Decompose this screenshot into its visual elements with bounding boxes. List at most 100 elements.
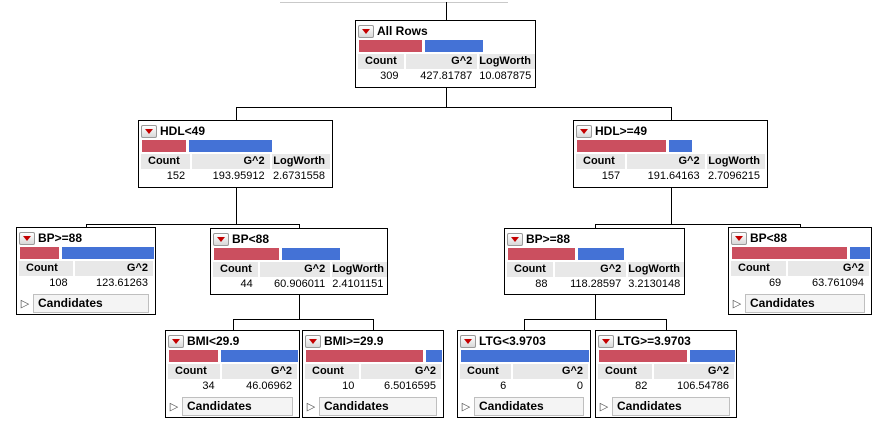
node-title-row: HDL>=49 <box>576 122 765 139</box>
column-header-g2: G^2 <box>513 364 588 379</box>
node-title-row: All Rows <box>358 22 533 39</box>
column-header-g2: G^2 <box>554 262 627 277</box>
menu-triangle-glyph <box>309 338 317 344</box>
node-title-row: HDL<49 <box>141 122 330 139</box>
stat-value: 6.5016595 <box>384 380 436 392</box>
red-triangle-menu-icon[interactable] <box>19 231 35 245</box>
node-label: BP<88 <box>750 231 788 245</box>
stat-value: 44 <box>240 278 253 290</box>
response-rate-bars <box>732 247 870 259</box>
blue-bar <box>577 248 624 260</box>
disclosure-triangle-icon[interactable]: ▷ <box>306 400 316 413</box>
plot-border-line <box>280 2 508 3</box>
disclosure-triangle-icon[interactable]: ▷ <box>20 297 30 310</box>
candidates-button[interactable]: Candidates <box>182 397 293 416</box>
red-triangle-menu-icon[interactable] <box>460 334 476 348</box>
node-title-row: BP<88 <box>213 230 385 247</box>
red-bar <box>169 350 219 362</box>
node-label: LTG>=3.9703 <box>617 334 691 348</box>
red-triangle-menu-icon[interactable] <box>213 232 229 246</box>
stat-value: 118.28597 <box>570 278 622 290</box>
red-bar <box>508 248 575 260</box>
candidates-button[interactable]: Candidates <box>745 294 865 313</box>
candidates-button[interactable]: Candidates <box>319 397 437 416</box>
connector-line <box>671 188 672 224</box>
candidates-button[interactable]: Candidates <box>474 397 584 416</box>
red-bar <box>599 350 688 362</box>
node-title-row: BP>=88 <box>19 229 153 246</box>
column-header-count: Count <box>168 364 220 379</box>
stat-value: 88 <box>535 278 548 290</box>
connector-line <box>233 319 374 320</box>
column-header-count: Count <box>358 54 404 69</box>
column-header-count: Count <box>213 262 258 277</box>
blue-bar <box>189 140 273 152</box>
disclosure-triangle-icon[interactable]: ▷ <box>461 400 471 413</box>
connector-line <box>233 319 234 330</box>
disclosure-triangle-icon[interactable]: ▷ <box>732 297 742 310</box>
connector-line <box>671 107 672 120</box>
node-title-row: LTG<3.9703 <box>460 332 588 349</box>
connector-line <box>446 2 447 20</box>
column-header-g2: G^2 <box>627 154 705 169</box>
blue-bar <box>461 350 589 362</box>
red-triangle-menu-icon[interactable] <box>141 124 157 138</box>
disclosure-triangle-icon[interactable]: ▷ <box>169 400 179 413</box>
column-header-logworth: LogWorth <box>271 154 330 169</box>
red-bar <box>306 350 423 362</box>
stat-value: 2.7096215 <box>708 170 760 182</box>
column-header-count: Count <box>460 364 512 379</box>
red-triangle-menu-icon[interactable] <box>598 334 614 348</box>
node-label: BP>=88 <box>38 231 83 245</box>
node-title-row: BMI<29.9 <box>168 332 297 349</box>
menu-triangle-glyph <box>23 235 31 241</box>
red-triangle-menu-icon[interactable] <box>358 24 374 38</box>
connector-line <box>595 224 801 225</box>
connector-line <box>299 224 300 228</box>
red-triangle-menu-icon[interactable] <box>168 334 184 348</box>
node-label: HDL>=49 <box>595 124 648 138</box>
stat-value: 10.087875 <box>479 70 532 82</box>
response-rate-bars <box>461 350 589 362</box>
stat-value: 191.64163 <box>647 170 700 182</box>
disclosure-triangle-icon[interactable]: ▷ <box>599 400 609 413</box>
connector-line <box>595 224 596 228</box>
candidates-button[interactable]: Candidates <box>33 294 149 313</box>
menu-triangle-glyph <box>602 338 610 344</box>
red-triangle-menu-icon[interactable] <box>576 124 592 138</box>
connector-line <box>236 107 672 108</box>
response-rate-bars <box>169 350 298 362</box>
column-header-g2: G^2 <box>405 54 478 69</box>
column-header-count: Count <box>305 364 360 379</box>
blue-bar <box>849 247 870 259</box>
candidates-row: ▷Candidates <box>460 397 588 416</box>
menu-triangle-glyph <box>362 28 370 34</box>
red-triangle-menu-icon[interactable] <box>731 231 747 245</box>
column-header-count: Count <box>576 154 626 169</box>
menu-triangle-glyph <box>464 338 472 344</box>
menu-triangle-glyph <box>735 235 743 241</box>
candidates-row: ▷Candidates <box>598 397 734 416</box>
stat-value: 309 <box>380 70 399 82</box>
column-header-logworth: LogWorth <box>479 54 535 69</box>
red-triangle-menu-icon[interactable] <box>305 334 321 348</box>
red-triangle-menu-icon[interactable] <box>507 232 523 246</box>
stat-value: 0 <box>576 380 583 392</box>
blue-bar <box>668 140 693 152</box>
column-header-count: Count <box>731 261 787 276</box>
candidates-button[interactable]: Candidates <box>612 397 730 416</box>
column-header-logworth: LogWorth <box>706 154 765 169</box>
